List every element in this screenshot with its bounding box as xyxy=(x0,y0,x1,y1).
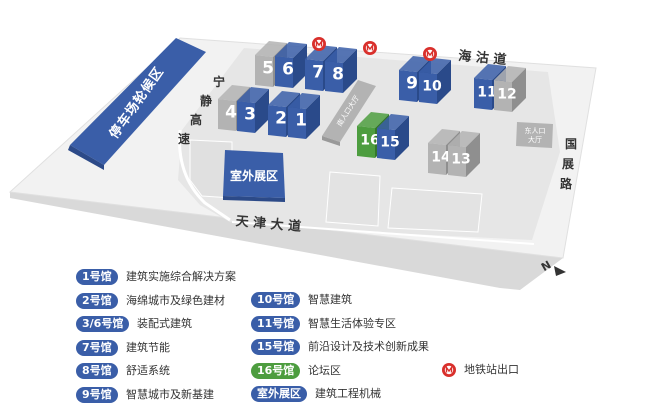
hall-label: 4 xyxy=(225,103,237,123)
hall-15[interactable]: 15 xyxy=(377,114,409,160)
hall-13[interactable]: 13 xyxy=(448,131,480,177)
hall-10[interactable]: 10 xyxy=(419,58,451,104)
legend-badge: 3/6号馆 xyxy=(76,316,130,332)
hall-label: 13 xyxy=(451,152,470,168)
hall-label: 3 xyxy=(244,105,256,125)
outdoor-area[interactable] xyxy=(223,150,285,198)
outdoor-area-label: 室外展区 xyxy=(230,168,278,183)
legend-badge: 10号馆 xyxy=(251,292,301,308)
hall-label: 7 xyxy=(312,63,324,83)
road-north-label: 海 沽 道 xyxy=(458,48,507,68)
parking-area[interactable] xyxy=(70,38,206,165)
hall-label: 15 xyxy=(380,135,399,151)
hall-label: 6 xyxy=(282,60,294,80)
legend-text: 建筑节能 xyxy=(126,340,170,354)
lot-left-lower xyxy=(189,139,233,199)
hall-label: 9 xyxy=(406,74,418,94)
legend-text: 装配式建筑 xyxy=(137,317,192,330)
legend-badge: 8号馆 xyxy=(76,363,118,379)
svg-text:宁: 宁 xyxy=(213,74,225,89)
hall-label: 14 xyxy=(431,150,451,166)
road-west-label: 宁 静 高 速 xyxy=(178,74,225,146)
hall-label: 10 xyxy=(422,79,442,95)
legend-badge: 9号馆 xyxy=(76,386,118,403)
metro-exit-icon[interactable] xyxy=(423,47,437,61)
legend-badge: 2号馆 xyxy=(76,292,118,309)
hall-label: 2 xyxy=(275,109,287,129)
hall-3[interactable]: 3 xyxy=(237,87,269,133)
road-east-label: 国 展 路 xyxy=(560,137,577,191)
hall-label: 8 xyxy=(332,65,344,85)
east-entrance-hall[interactable] xyxy=(516,122,553,148)
metro-legend xyxy=(441,362,457,382)
hall-label: 12 xyxy=(497,87,516,103)
hall-6[interactable]: 6 xyxy=(275,42,307,88)
svg-text:速: 速 xyxy=(178,131,190,146)
lot-south-mid xyxy=(325,171,381,227)
legend-badge: 11号馆 xyxy=(251,315,301,332)
svg-text:国: 国 xyxy=(565,137,577,151)
road-south-label: 天 津 大 道 xyxy=(235,213,302,235)
legend-text: 建筑工程机械 xyxy=(315,387,381,400)
hall-label: 16 xyxy=(360,133,379,149)
south-entrance-hall[interactable] xyxy=(322,80,376,142)
legend-badge: 15号馆 xyxy=(251,339,301,355)
hall-label: 5 xyxy=(262,59,274,79)
legend-badge: 7号馆 xyxy=(76,339,118,356)
legend-text: 智慧生活体验专区 xyxy=(308,316,396,330)
legend-text: 智慧建筑 xyxy=(308,293,352,306)
metro-legend-text: 地铁站出口 xyxy=(464,363,519,376)
legend-text: 海绵城市及绿色建材 xyxy=(126,293,225,307)
hall-label: 11 xyxy=(477,85,496,101)
hall-12[interactable]: 12 xyxy=(494,66,526,112)
legend-text: 智慧城市及新基建 xyxy=(126,387,214,401)
site-base-edge xyxy=(10,192,563,290)
svg-text:静: 静 xyxy=(200,93,212,108)
east-entrance-label-2: 大厅 xyxy=(528,135,542,144)
legend-text: 建筑实施综合解决方案 xyxy=(126,270,236,283)
legend-badge: 16号馆 xyxy=(251,362,301,379)
legend-text: 舒适系统 xyxy=(126,364,170,377)
lot-south-right xyxy=(387,187,483,233)
metro-exit-icon[interactable] xyxy=(363,41,377,55)
legend-badge: 1号馆 xyxy=(76,269,118,285)
hall-8[interactable]: 8 xyxy=(325,47,357,93)
metro-exit-icon[interactable] xyxy=(312,37,326,51)
svg-text:路: 路 xyxy=(560,176,573,191)
hall-label: 1 xyxy=(295,111,307,131)
hall-1[interactable]: 1 xyxy=(288,93,320,139)
east-entrance-label-1: 东人口 xyxy=(525,126,546,135)
svg-text:高: 高 xyxy=(190,112,202,127)
legend-badge: 室外展区 xyxy=(251,386,307,402)
parking-area-edge xyxy=(68,145,104,170)
svg-text:展: 展 xyxy=(562,157,574,171)
legend-text: 前沿设计及技术创新成果 xyxy=(308,340,429,353)
metro-exit-icon xyxy=(442,363,456,377)
legend-text: 论坛区 xyxy=(308,363,341,377)
